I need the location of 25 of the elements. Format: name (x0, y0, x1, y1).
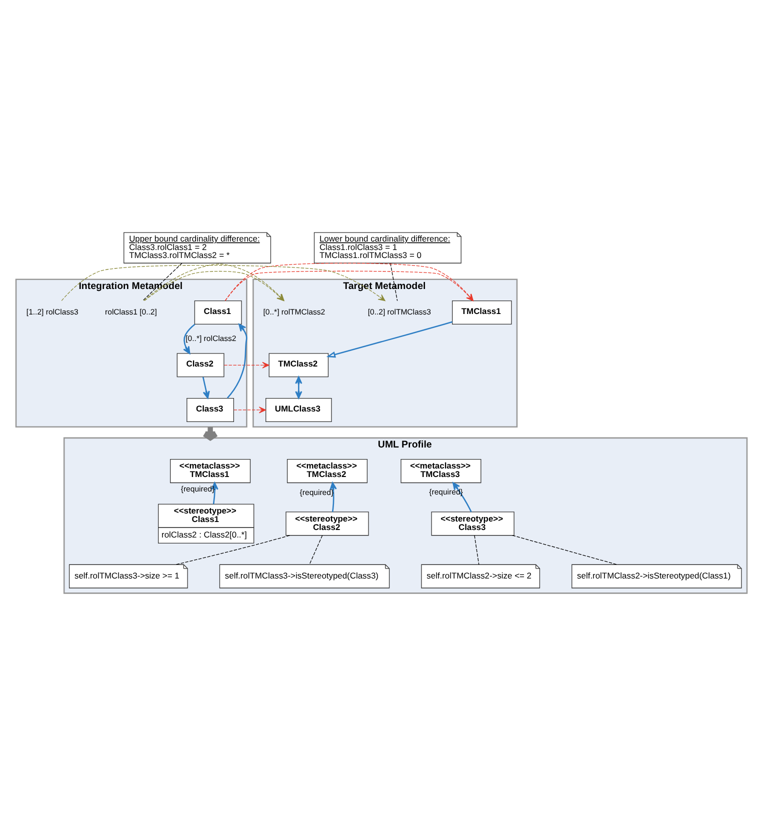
node-box: <<metaclass>> TMClass1 (170, 458, 251, 483)
connector (512, 534, 618, 564)
node-box: <<metaclass>> TMClass3 (400, 458, 482, 483)
connector (176, 534, 290, 564)
node-box: <<stereotype>> Class3 (431, 511, 514, 536)
arrow (326, 320, 452, 358)
node-box: Class1 (194, 300, 242, 324)
node-box: <<metaclass>> TMClass2 (286, 458, 368, 483)
node-box: TMClass2 (268, 352, 329, 377)
arrow (233, 406, 266, 413)
node-box: Class3 (186, 397, 234, 422)
node-box: UMLClass3 (266, 397, 332, 422)
node-box: Class2 (176, 352, 224, 377)
arrow (202, 376, 210, 398)
arrow (226, 323, 248, 398)
arrow (452, 482, 472, 512)
connector (309, 534, 323, 564)
arrow (224, 361, 270, 368)
node-box: <<stereotype>> Class2 (286, 511, 369, 536)
arrow (183, 323, 196, 354)
connector (390, 262, 398, 301)
node-box: TMClass1 (452, 300, 512, 324)
arrow (330, 482, 337, 512)
arrow (295, 376, 302, 398)
connector (474, 534, 480, 564)
